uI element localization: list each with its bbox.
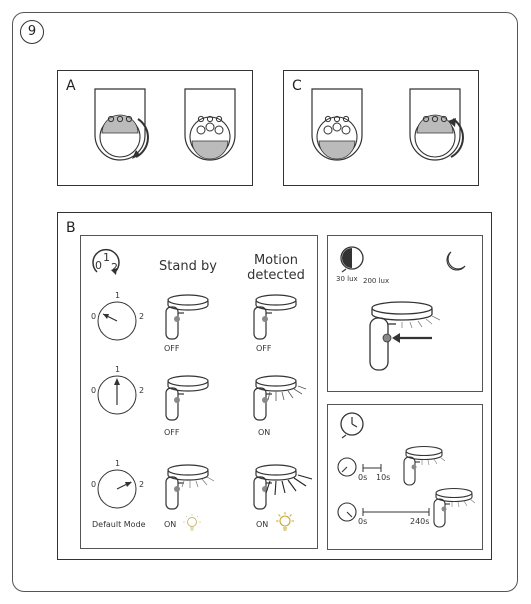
lamp-standby-off-icon (165, 294, 209, 340)
timer-long-start: 0s (358, 517, 368, 526)
timer-long-dial-icon (337, 502, 357, 522)
dial-icon-number-2: 2 (111, 261, 118, 274)
sensitivity-dial-position-2 (97, 469, 137, 509)
timer-short-end: 10s (376, 473, 391, 482)
step-number: 9 (27, 24, 37, 39)
sensor-head-knobs-icon (311, 88, 363, 161)
sensitivity-dial-position-1 (97, 375, 137, 415)
dial-tick-1: 1 (115, 291, 121, 300)
dial-tick-0: 0 (91, 312, 97, 321)
page-frame (12, 12, 518, 592)
dial-tick-1: 1 (115, 459, 121, 468)
timer-dial-icon (340, 412, 364, 439)
step-badge (20, 20, 44, 44)
moon-icon (446, 251, 466, 271)
lamp-timer-long-icon (433, 487, 476, 528)
column-header-motion-line1: Motion (253, 253, 299, 268)
sensitivity-dial-icon (92, 248, 120, 275)
timer-long-range-bar (362, 508, 430, 516)
timer-short-range-bar (362, 464, 382, 472)
dial-tick-2: 2 (139, 386, 145, 395)
lamp-motion-on-icon (253, 375, 307, 421)
timer-long-end: 240s (410, 517, 430, 526)
timer-panel (327, 404, 483, 550)
standby-status-3: ON (164, 520, 177, 529)
column-header-standby: Stand by (159, 259, 217, 274)
dial-tick-2: 2 (139, 480, 145, 489)
default-mode-label: Default Mode (92, 520, 146, 529)
lamp-standby-on-icon (165, 464, 215, 510)
sensitivity-dial-position-0 (97, 301, 137, 341)
lux-low-label: 30 lux (336, 275, 358, 283)
lamp-standby-off-icon (165, 375, 209, 421)
timer-short-start: 0s (358, 473, 368, 482)
sensor-head-knobs-icon (184, 88, 236, 161)
timer-short-dial-icon (337, 457, 357, 477)
lux-high-label: 200 lux (363, 277, 390, 285)
lamp-timer-short-icon (403, 445, 446, 486)
motion-status-3: ON (256, 520, 269, 529)
panel-c-label: C (292, 78, 302, 94)
dial-tick-0: 0 (91, 480, 97, 489)
sensitivity-table (80, 235, 318, 549)
standby-status-1: OFF (164, 344, 180, 353)
standby-status-2: OFF (164, 428, 180, 437)
dial-tick-1: 1 (115, 365, 121, 374)
panel-b (57, 212, 492, 560)
lux-dial-icon (340, 246, 364, 273)
panel-a (57, 70, 253, 186)
sensor-head-rotate-icon (94, 88, 149, 161)
dial-icon-number-1: 1 (103, 251, 110, 264)
bright-bulb-icon (276, 512, 294, 531)
motion-status-1: OFF (256, 344, 272, 353)
lamp-motion-bright-on-icon (253, 464, 313, 510)
dial-icon-number-0: 0 (95, 259, 102, 272)
lamp-motion-off-icon (253, 294, 297, 340)
dial-tick-0: 0 (91, 386, 97, 395)
lux-panel (327, 235, 483, 392)
column-header-motion-line2: detected (247, 268, 305, 283)
panel-c (283, 70, 479, 186)
dim-bulb-icon (183, 514, 201, 531)
panel-a-label: A (66, 78, 76, 94)
sensor-head-rotate-back-icon (409, 88, 464, 161)
dial-tick-2: 2 (139, 312, 145, 321)
lamp-side-adjust-icon (369, 301, 441, 371)
panel-b-label: B (66, 220, 76, 236)
motion-status-2: ON (258, 428, 271, 437)
